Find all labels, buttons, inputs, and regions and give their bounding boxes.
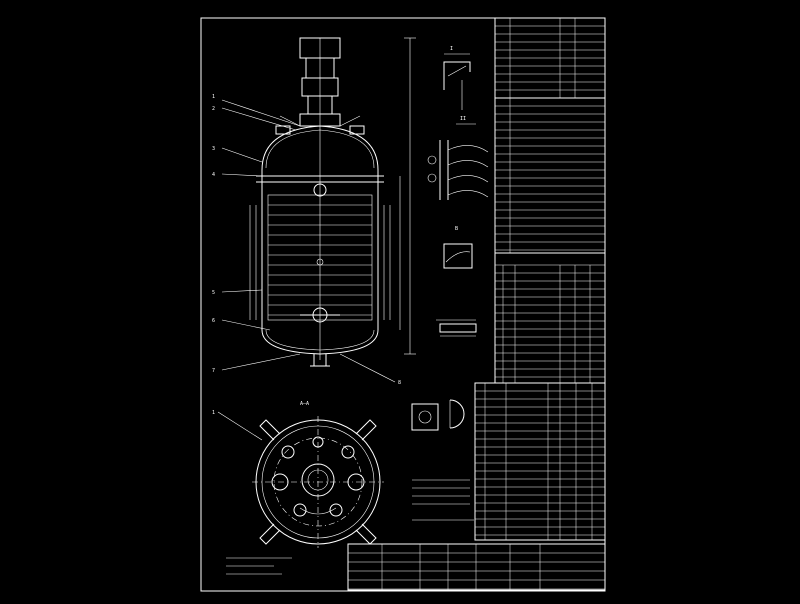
svg-text:8: 8	[398, 380, 401, 386]
detail-views: I II B	[427, 46, 489, 337]
flange-detail	[411, 399, 465, 431]
svg-text:7: 7	[212, 368, 215, 374]
plan-view: 1 A—A	[212, 401, 384, 548]
svg-text:5: 5	[212, 290, 215, 296]
elevation-view: 1 2 3 4 5 6 7 8	[212, 37, 416, 386]
title-block	[347, 543, 606, 591]
section-ii-label: II	[460, 116, 466, 122]
lug-sw	[259, 523, 281, 545]
design-data-table	[494, 97, 606, 254]
bottom-head	[261, 329, 379, 355]
lug-nw	[259, 419, 281, 441]
top-head	[261, 125, 379, 171]
table-rows	[348, 25, 605, 590]
svg-text:4: 4	[212, 172, 215, 178]
lug-ne	[355, 419, 377, 441]
lug-se	[355, 523, 377, 545]
nozzle-table	[494, 252, 606, 384]
svg-text:6: 6	[212, 318, 215, 324]
jacket	[267, 194, 373, 321]
svg-text:2: 2	[212, 106, 215, 112]
notes-block	[226, 479, 474, 575]
section-a-label: A—A	[300, 401, 309, 407]
section-b-label: B	[455, 226, 458, 232]
svg-text:3: 3	[212, 146, 215, 152]
svg-text:1: 1	[212, 410, 215, 416]
agitator-hub	[313, 183, 327, 197]
svg-text:1: 1	[212, 94, 215, 100]
balloon-marks: 1 2 3 4 5 6 7 8	[212, 94, 401, 386]
parts-list-table	[474, 382, 606, 541]
section-i-label: I	[450, 46, 453, 52]
